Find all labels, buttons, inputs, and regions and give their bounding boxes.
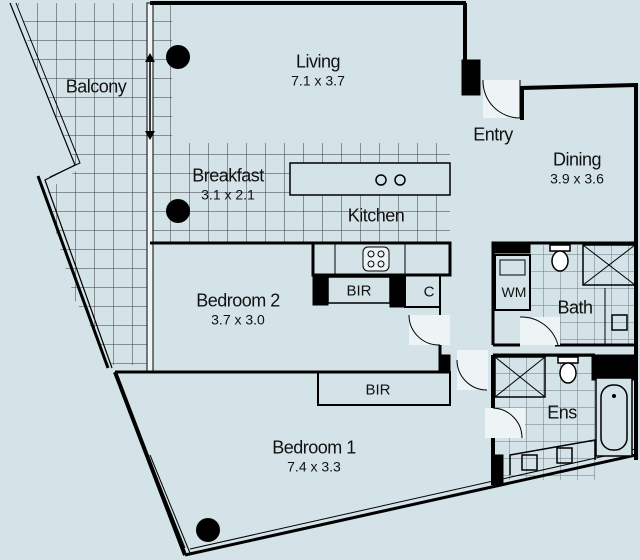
sliding-door-arrow [145,53,155,140]
room-name: Bedroom 1 [272,437,356,458]
room-name: Breakfast [192,165,264,186]
room-name: Kitchen [347,205,405,226]
bedroom2-door [409,315,450,345]
room-balcony: Balcony [66,77,127,98]
room-size: 7.1 x 3.7 [291,72,345,89]
room-ensuite: Ens [547,403,577,424]
room-bath: Bath [557,297,593,319]
room-name: Bedroom 2 [196,290,280,311]
room-size: 3.1 x 2.1 [201,186,255,203]
cooktop-icon [362,246,390,272]
room-kitchen: Kitchen [348,206,405,227]
room-size: 7.4 x 3.3 [287,458,341,475]
room-name: Entry [473,124,513,145]
balcony-floor [18,3,150,365]
sink-icon [375,174,406,186]
entry-door [483,80,520,118]
cupboard-label: C [423,283,435,301]
bedroom1-door [457,350,488,390]
doors [408,79,560,439]
kitchen-bench [289,162,451,196]
bath-door [520,317,560,345]
room-name: Ens [547,402,577,423]
room-name: Living [295,51,341,72]
ensuite-door [485,408,525,438]
bir-bedroom-1: BIR [365,381,391,399]
room-name: Bath [557,297,593,318]
bir-bedroom-2: BIR [346,282,372,300]
room-size: 3.9 x 3.6 [550,170,604,187]
room-name: Balcony [65,76,127,97]
room-name: Dining [552,149,602,170]
column-icon [166,45,220,542]
washing-machine-label: WM [501,283,527,300]
toilet-icon [549,244,579,384]
room-size: 3.7 x 3.0 [211,311,265,328]
walls [113,1,638,557]
room-entry: Entry [473,125,513,146]
